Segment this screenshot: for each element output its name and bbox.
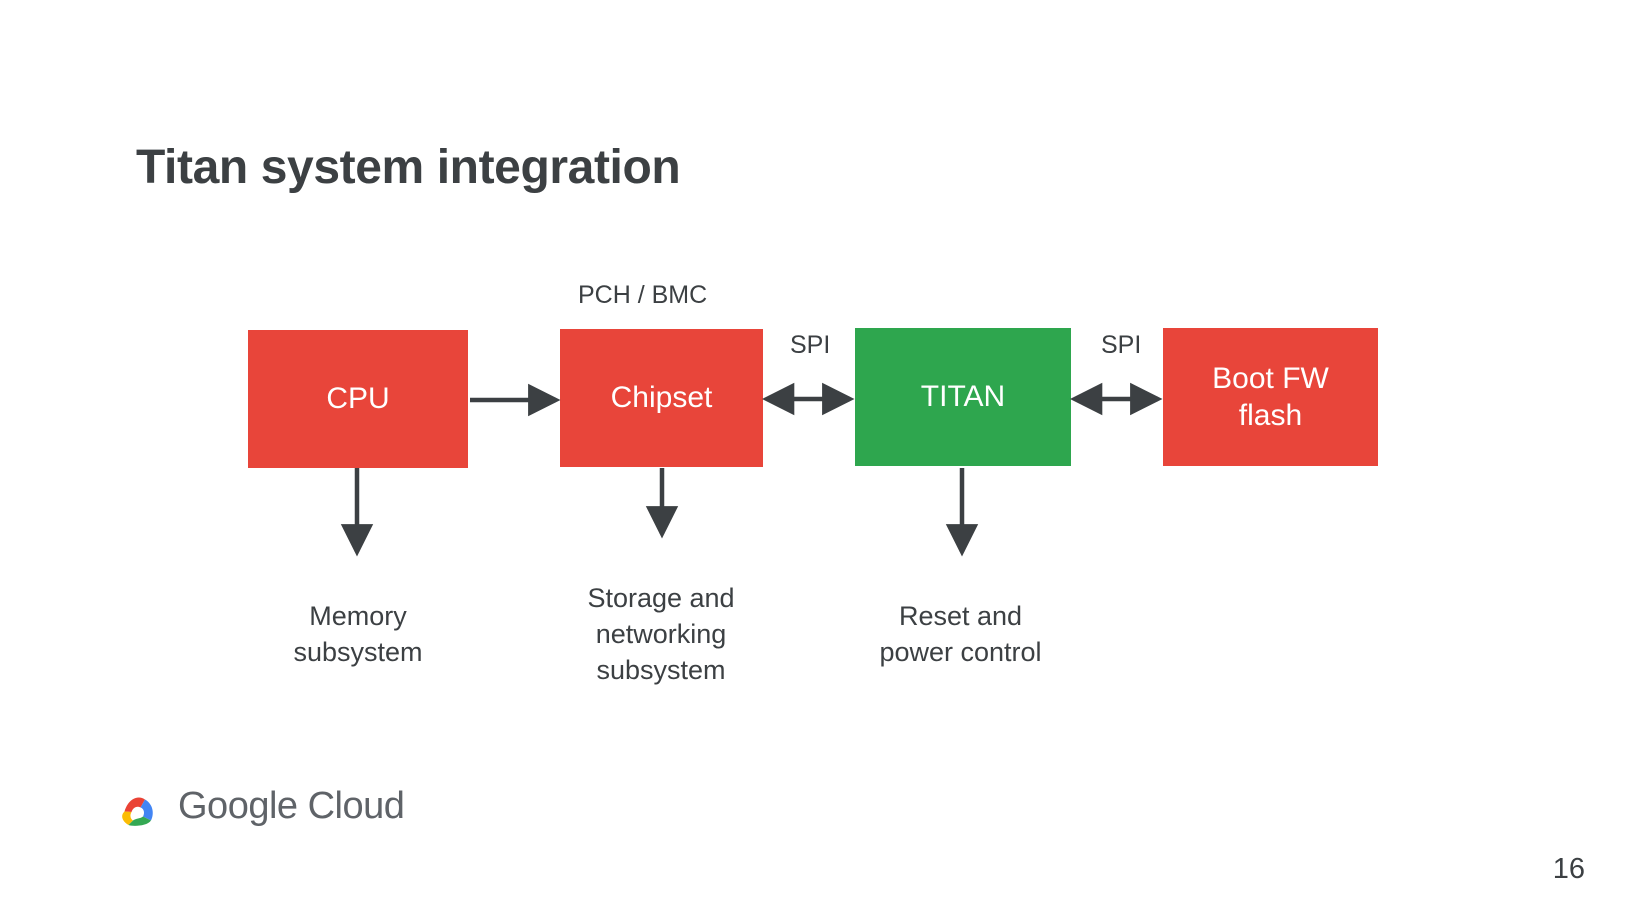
- descender-label-reset-power-control: Reset and power control: [879, 601, 1042, 667]
- edge-label-spi-chipset-titan: SPI: [790, 331, 831, 359]
- diagram-node-chipset-label: Chipset: [610, 381, 713, 415]
- edge-label-spi-titan-bootfw: SPI: [1101, 331, 1142, 359]
- google-cloud-branding: Google Cloud: [112, 782, 405, 831]
- diagram-node-chipset[interactable]: Chipset: [560, 329, 763, 467]
- diagram-node-boot-fw-flash[interactable]: Boot FW flash: [1163, 328, 1378, 466]
- page-number: 16: [1552, 853, 1585, 885]
- diagram-node-titan-label: TITAN: [920, 380, 1006, 414]
- google-cloud-wordmark: Google Cloud: [178, 785, 405, 827]
- page-title: Titan system integration: [136, 141, 681, 194]
- google-cloud-logo-icon: [112, 782, 164, 831]
- descender-label-storage-networking-subsystem: Storage and networking subsystem: [587, 583, 735, 685]
- diagram-node-boot-fw-flash-label: Boot FW flash: [1212, 361, 1329, 433]
- edge-label-pch-bmc: PCH / BMC: [578, 281, 708, 309]
- diagram-node-cpu-label: CPU: [326, 382, 390, 416]
- diagram-node-titan[interactable]: TITAN: [855, 328, 1071, 466]
- descender-label-memory-subsystem: Memory subsystem: [293, 601, 423, 667]
- diagram-node-cpu[interactable]: CPU: [248, 330, 468, 468]
